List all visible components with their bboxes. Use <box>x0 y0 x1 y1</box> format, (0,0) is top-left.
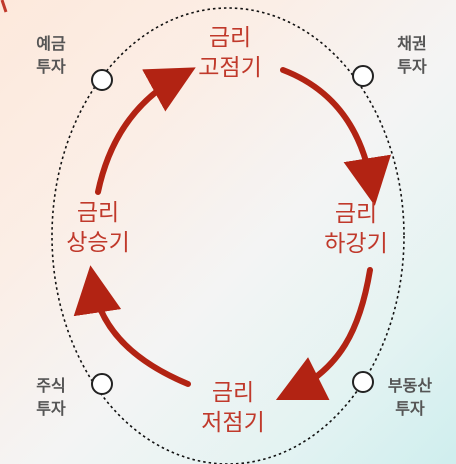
stage-falling-label: 금리 하강기 <box>324 201 388 257</box>
stage-peak-label: 금리 고점기 <box>198 25 262 81</box>
arrow-bottom-to-left <box>73 265 191 387</box>
cycle-ellipse <box>51 7 405 464</box>
node-circle-top-left <box>91 69 113 91</box>
investment-bond-label: 채권 투자 <box>397 34 427 76</box>
arrow-left-to-top <box>95 67 196 195</box>
stage-rising-label: 금리 상승기 <box>66 200 130 256</box>
node-circle-top-right <box>352 65 374 87</box>
node-circle-bottom-right <box>352 371 374 393</box>
investment-stock-label: 주식 투자 <box>36 376 66 418</box>
investment-deposit-label: 예금 투자 <box>36 34 66 76</box>
corner-mark <box>0 0 8 13</box>
investment-realestate-label: 부동산 투자 <box>387 376 433 418</box>
arrow-right-to-bottom <box>275 267 373 401</box>
stage-trough-label: 금리 저점기 <box>201 380 265 436</box>
node-circle-bottom-left <box>91 373 113 395</box>
arrow-top-to-right <box>280 67 391 206</box>
